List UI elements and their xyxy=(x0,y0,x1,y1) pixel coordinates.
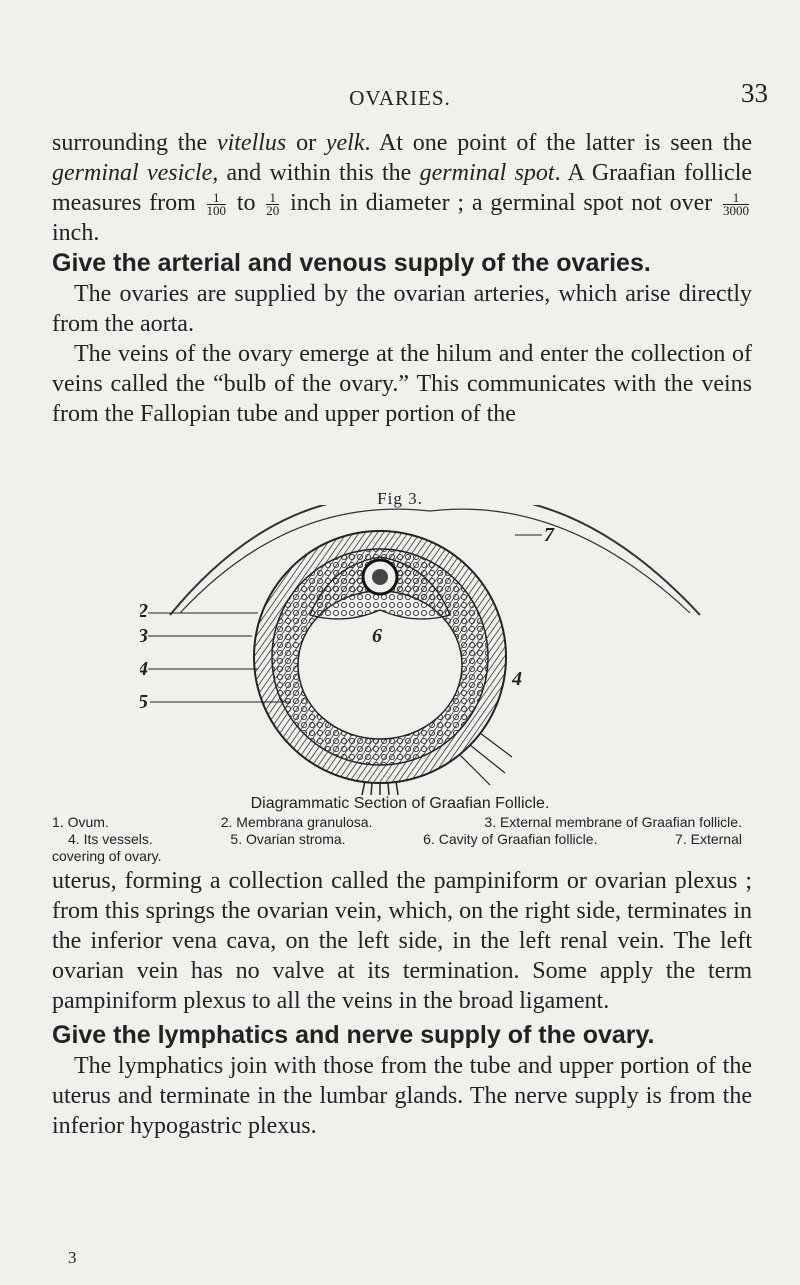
legend-item: 3. External membrane of Graafian follicl… xyxy=(484,814,742,830)
legend-item: 4. Its vessels. xyxy=(68,831,153,847)
figure-label: Fig 3. xyxy=(377,489,423,508)
fraction-numerator: 1 xyxy=(206,191,227,205)
fraction-numerator: 1 xyxy=(723,191,750,205)
fraction-numerator: 1 xyxy=(266,191,280,205)
text-run: , and within this the xyxy=(212,160,420,186)
signature-mark: 3 xyxy=(68,1248,77,1267)
text-block-top: surrounding the vitellus or yelk. At one… xyxy=(52,128,752,429)
legend-row: covering of ovary. xyxy=(52,848,742,865)
legend-item: 6. Cavity of Graafian follicle. xyxy=(423,831,598,847)
question-heading-arterial: Give the arterial and venous supply of t… xyxy=(52,249,651,277)
vessel-lines-right xyxy=(459,732,513,786)
text-block-bottom: uterus, forming a collection called the … xyxy=(52,866,752,1141)
vessel-lines xyxy=(361,780,399,795)
paragraph-germinal: surrounding the vitellus or yelk. At one… xyxy=(52,128,752,248)
paragraph-arteries: The ovaries are supplied by the ovarian … xyxy=(52,281,752,337)
legend-row: 1. Ovum. 2. Membrana granulosa. 3. Exter… xyxy=(52,814,742,831)
running-title: OVARIES. xyxy=(349,86,451,110)
figure-legend: 1. Ovum. 2. Membrana granulosa. 3. Exter… xyxy=(52,814,742,865)
callout-3: 3 xyxy=(140,625,148,647)
legend-item: 2. Membrana granulosa. xyxy=(220,814,373,830)
callout-6: 6 xyxy=(372,625,382,647)
text-run: . A Graafian follicle measures from xyxy=(52,160,753,216)
running-header: OVARIES. 33 xyxy=(0,78,800,111)
stroma-lines xyxy=(179,508,691,614)
paragraph-lymphatics: The lymphatics join with those from the … xyxy=(52,1053,752,1139)
callout-2: 2 xyxy=(140,600,148,622)
callout-7: 7 xyxy=(544,524,555,546)
legend-row: 4. Its vessels. 5. Ovarian stroma. 6. Ca… xyxy=(52,831,742,848)
figure-caption-title: Diagrammatic Section of Graafian Follicl… xyxy=(250,795,550,812)
term-germinal-spot: germinal spot xyxy=(419,160,555,186)
fraction-denominator: 100 xyxy=(206,202,227,218)
callout-5: 5 xyxy=(140,691,148,713)
text-run: or xyxy=(286,130,326,156)
external-covering-outline xyxy=(169,505,701,616)
term-germinal-vesicle: germinal vesicle xyxy=(52,160,213,186)
question-heading-lymphatics: Give the lymphatics and nerve supply of … xyxy=(52,1021,655,1049)
fraction-denominator: 3000 xyxy=(723,202,750,218)
legend-item: 5. Ovarian stroma. xyxy=(230,831,346,847)
callout-4-right: 4 xyxy=(511,668,522,690)
callout-4-left: 4 xyxy=(140,658,148,680)
fraction-denominator: 20 xyxy=(266,202,280,218)
term-yelk: yelk xyxy=(325,130,365,156)
paragraph-pampiniform: uterus, forming a collection called the … xyxy=(52,868,752,1014)
legend-item: covering of ovary. xyxy=(52,848,162,864)
term-vitellus: vitellus xyxy=(216,130,287,156)
legend-item: 7. External xyxy=(675,831,742,847)
paragraph-veins: The veins of the ovary emerge at the hil… xyxy=(52,341,752,427)
legend-item: 1. Ovum. xyxy=(52,814,109,830)
callout-1: 1 xyxy=(190,505,200,509)
text-run: inch in diameter ; a germinal spot not o… xyxy=(282,190,721,216)
page-number: 33 xyxy=(741,78,768,108)
text-run: inch. xyxy=(52,220,100,246)
text-run: to xyxy=(229,190,264,216)
graafian-follicle-diagram: 1 2 3 4 5 6 7 4 xyxy=(140,505,701,795)
text-run: . At one point of the latter is seen the xyxy=(364,130,753,156)
germinal-vesicle xyxy=(372,569,388,585)
text-run: surrounding the xyxy=(52,130,217,156)
